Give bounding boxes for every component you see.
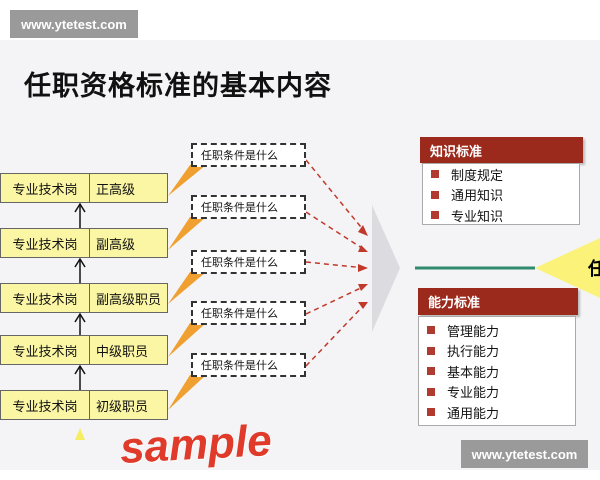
bullet-icon: [427, 408, 435, 417]
position-level: 初级职员: [96, 399, 149, 415]
ability-header: 能力标准: [418, 288, 578, 315]
sample-watermark: sample: [118, 416, 273, 473]
big-arrow: [372, 205, 400, 332]
bullet-icon: [427, 326, 435, 335]
position-type: 专业技术岗: [1, 284, 90, 312]
dashed-arrows: [305, 159, 366, 367]
knowledge-list: 制度规定 通用知识 专业知识: [422, 163, 580, 225]
position-level: 副高级职员: [96, 292, 162, 308]
watermark-top: www.ytetest.com: [10, 10, 138, 38]
list-item: 管理能力: [447, 324, 500, 340]
question-box: 任职条件是什么: [191, 301, 306, 325]
page-title: 任职资格标准的基本内容: [24, 71, 332, 102]
question-box: 任职条件是什么: [191, 195, 306, 219]
list-item: 专业知识: [451, 209, 504, 225]
list-item: 执行能力: [447, 345, 500, 361]
ability-list: 管理能力 执行能力 基本能力 专业能力 通用能力: [418, 316, 576, 426]
position-level: 中级职员: [96, 344, 149, 360]
position-row: 专业技术岗副高级职员: [0, 283, 168, 313]
question-box: 任职条件是什么: [191, 143, 306, 167]
cut-text: 任: [588, 259, 600, 280]
yellow-triangle: [535, 238, 600, 298]
callout-pointers: [168, 165, 206, 410]
list-item: 通用知识: [451, 189, 504, 205]
position-type: 专业技术岗: [1, 391, 90, 419]
bullet-icon: [427, 387, 435, 396]
list-item: 制度规定: [451, 168, 504, 184]
position-level: 正高级: [96, 182, 136, 198]
bottom-arrow: [75, 428, 85, 440]
bullet-icon: [431, 211, 439, 220]
position-row: 专业技术岗正高级: [0, 173, 168, 203]
position-type: 专业技术岗: [1, 174, 90, 202]
bullet-icon: [431, 170, 439, 179]
position-type: 专业技术岗: [1, 229, 90, 257]
question-box: 任职条件是什么: [191, 250, 306, 274]
position-row: 专业技术岗中级职员: [0, 335, 168, 365]
list-item: 专业能力: [447, 386, 500, 402]
watermark-bottom: www.ytetest.com: [461, 440, 588, 468]
position-row: 专业技术岗副高级: [0, 228, 168, 258]
knowledge-header: 知识标准: [420, 137, 583, 163]
position-row: 专业技术岗初级职员: [0, 390, 168, 420]
question-box: 任职条件是什么: [191, 353, 306, 377]
bullet-icon: [427, 367, 435, 376]
list-item: 基本能力: [447, 365, 500, 381]
bullet-icon: [427, 346, 435, 355]
bullet-icon: [431, 190, 439, 199]
arrowheads: [358, 225, 368, 309]
list-item: 通用能力: [447, 406, 500, 422]
position-type: 专业技术岗: [1, 336, 90, 364]
position-level: 副高级: [96, 237, 136, 253]
